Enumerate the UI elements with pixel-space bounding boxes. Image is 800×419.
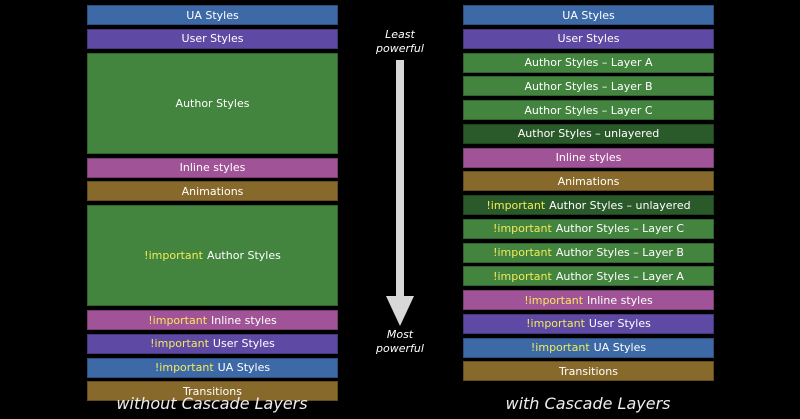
most-label: Most [386,328,414,341]
box-label: Author Styles – unlayered [549,198,691,212]
right-box-3: Author Styles – Layer B [463,76,714,97]
left-box-0: UA Styles [87,5,338,25]
left-box-1: User Styles [87,28,338,49]
least-powerful-label: Least powerful [360,28,440,56]
right-box-0: UA Styles [463,5,714,25]
important-keyword: !important [150,337,209,351]
box-label: Inline styles [555,151,622,164]
right-box-6: Inline styles [463,147,714,168]
box-label: Author Styles – Layer C [555,222,684,236]
box-label: Animations [181,184,244,198]
important-keyword: !important [144,249,203,263]
right-box-2: Author Styles – Layer A [463,52,714,73]
important-keyword: !important [493,222,552,236]
arrow-shaft [396,60,404,296]
least-powerful-sub-label: powerful [376,42,424,55]
right-caption: with Cascade Layers [505,394,671,413]
box-label: User Styles [212,337,275,351]
box-label: Author Styles – Layer B [555,246,684,259]
important-keyword: !important [530,341,590,354]
right-box-15: Transitions [463,361,714,382]
box-label: Author Styles [206,249,281,263]
box-label: Inline styles [179,161,246,174]
least-label: Least [385,28,415,41]
box-label: Author Styles – Layer A [555,269,684,283]
box-label: Author Styles – Layer C [524,103,653,117]
important-keyword: !important [493,246,552,259]
left-box-4: Animations [87,181,338,202]
box-label: Inline styles [211,313,277,327]
box-label: Animations [557,174,620,188]
right-box-1: User Styles [463,28,714,49]
box-label: Author Styles – Layer B [524,79,653,93]
box-label: User Styles [557,32,620,46]
box-label: Inline styles [587,293,653,307]
important-keyword: !important [486,198,546,212]
right-box-4: Author Styles – Layer C [463,100,714,120]
important-keyword: !important [524,293,584,307]
left-box-3: Inline styles [87,157,338,178]
left-caption: without Cascade Layers [116,394,308,413]
important-keyword: !important [526,317,585,331]
box-label: UA Styles [593,341,647,354]
box-label: UA Styles [186,8,239,22]
left-box-2: Author Styles [87,52,338,154]
right-box-7: Animations [463,171,714,192]
left-box-9: Transitions [87,381,338,402]
box-label: Author Styles – unlayered [517,127,660,141]
arrow-head [386,296,414,326]
box-label: Author Styles – Layer A [524,56,653,69]
important-keyword: !important [154,361,214,374]
right-box-5: Author Styles – unlayered [463,123,714,144]
box-label: User Styles [588,317,651,331]
box-label: Transitions [559,364,618,378]
box-label: UA Styles [562,8,615,22]
box-label: Author Styles [175,96,250,110]
most-powerful-sub-label: powerful [376,342,424,355]
box-label: UA Styles [217,361,271,374]
most-powerful-label: Most powerful [360,328,440,356]
down-arrow-icon [386,60,414,326]
box-label: Transitions [183,384,242,398]
box-label: User Styles [181,32,244,46]
important-keyword: !important [148,313,208,327]
important-keyword: !important [493,269,552,283]
